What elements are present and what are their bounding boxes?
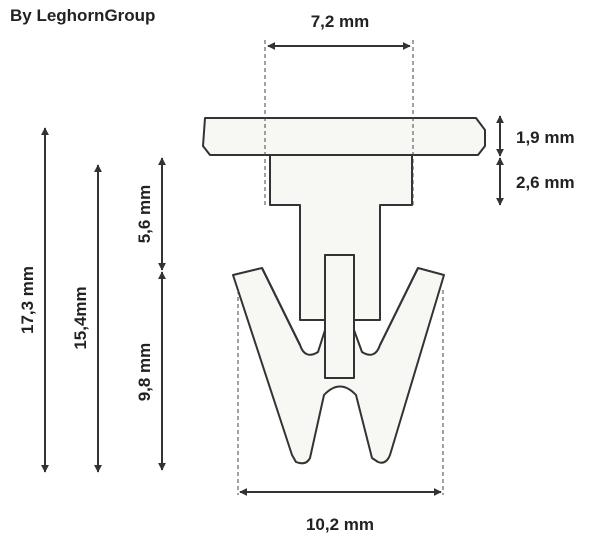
label-top-width: 7,2 mm <box>311 12 370 31</box>
label-mid-height: 15,4mm <box>71 286 90 349</box>
rivet-stem-core <box>324 254 355 379</box>
label-neck-height: 2,6 mm <box>516 173 575 192</box>
label-upper-height: 5,6 mm <box>135 185 154 244</box>
rivet-part <box>202 117 486 465</box>
rivet-right-arm <box>379 267 419 346</box>
label-head-height: 1,9 mm <box>516 128 575 147</box>
label-lower-height: 9,8 mm <box>135 343 154 402</box>
rivet-left-arm <box>261 267 301 346</box>
brand-label: By LeghornGroup <box>10 6 156 25</box>
label-bottom-width: 10,2 mm <box>306 515 374 534</box>
dimension-labels: 7,2 mm 1,9 mm 2,6 mm 10,2 mm 5,6 mm 9,8 … <box>18 12 575 534</box>
dimension-arrows <box>41 42 504 496</box>
rivet-head <box>202 117 486 156</box>
label-total-height: 17,3 mm <box>18 266 37 334</box>
extension-lines <box>237 40 444 495</box>
